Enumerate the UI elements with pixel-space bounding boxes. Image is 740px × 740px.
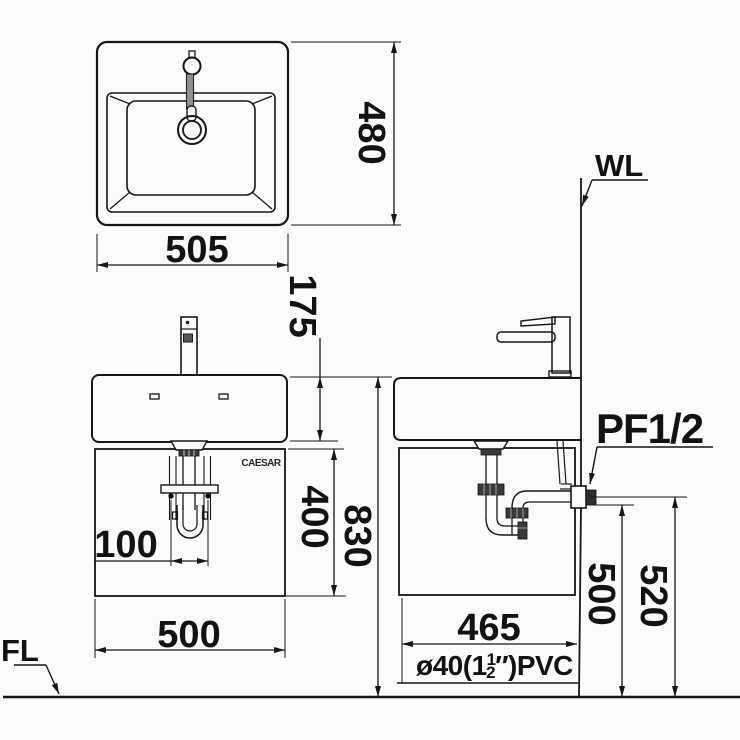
faucet-hole-icon (182, 56, 202, 76)
pvc-label-suffix: ″)PVC (495, 650, 573, 681)
faucet-spout-top (185, 73, 195, 110)
dim-label-175: 175 (281, 274, 323, 337)
side-faucet-spout (496, 331, 556, 343)
topview-bowl-bevels (109, 95, 273, 210)
overflow-slot-right (218, 393, 229, 400)
side-view (393, 178, 597, 698)
trap-nut-upper (477, 483, 505, 496)
dim-label-505: 505 (165, 229, 228, 271)
front-view: CAESAR (91, 316, 288, 597)
outlet-pipe-bottom (522, 501, 572, 509)
dim-label-465: 465 (457, 607, 520, 649)
supply-fitting-label: PF1/2 (596, 405, 703, 452)
dim-label-480: 480 (350, 101, 392, 164)
front-faucet-dot (185, 320, 190, 325)
dim-label-500-side: 500 (580, 562, 622, 625)
overflow-slot-left (149, 393, 160, 400)
side-tailpipe (485, 455, 498, 484)
faucet-spout-tip (186, 105, 197, 122)
trap-bend-inner (496, 517, 520, 527)
side-faucet-body (551, 316, 571, 374)
front-faucet-aerator (183, 333, 193, 343)
wall-line-lower (578, 505, 582, 698)
side-basin-outline (393, 377, 582, 441)
front-mount-bracket (160, 484, 219, 494)
pvc-label-denominator: 2 (486, 663, 495, 682)
side-faucet-handle (520, 316, 556, 327)
dim-label-400: 400 (293, 485, 335, 548)
dim-label-100: 100 (94, 524, 157, 566)
dim-label-830: 830 (336, 504, 378, 567)
side-cabinet-outline (398, 447, 576, 596)
front-faucet-body (180, 316, 198, 376)
drain-outer-circle (177, 115, 207, 145)
front-basin-outline (91, 374, 288, 443)
front-drain-boss (169, 440, 209, 451)
dimension-lines (95, 42, 678, 697)
trap-bend-outer (485, 517, 520, 536)
dim-label-520: 520 (632, 564, 674, 627)
drain-inner-circle (182, 120, 202, 140)
top-view (95, 40, 290, 227)
wl-leader-arrow (581, 179, 593, 207)
front-cabinet-outline (94, 448, 286, 597)
brand-logo: CAESAR (241, 458, 282, 469)
leader-lines (14, 179, 713, 695)
pvc-label-prefix: ø40(1 (416, 650, 487, 681)
fl-leader-arrow (45, 664, 60, 695)
floor-line-label: FL (1, 633, 39, 668)
bracket-bolt-left (168, 493, 174, 499)
side-drain-boss (472, 440, 510, 450)
side-downpipe (485, 495, 498, 518)
bracket-bolt-right (205, 493, 211, 499)
trap-nut-lower-ribs (510, 508, 524, 518)
topview-counter-outline (95, 40, 290, 227)
wall-outlet-fitting (570, 485, 587, 509)
front-coupling-ribs (183, 450, 195, 456)
front-tailpipe (182, 456, 196, 510)
pvc-label-numerator: 1 (487, 650, 496, 669)
wall-line-label: WL (595, 148, 643, 183)
trap-cleanout-stub (517, 521, 528, 540)
front-utrap-outer (176, 505, 204, 539)
dimension-annotations: 505 480 175 400 830 100 500 465 500 520 … (1, 41, 713, 697)
outlet-pipe-top (511, 490, 572, 509)
pf-leader-arrow (589, 446, 598, 485)
side-supply-pipe (556, 440, 572, 490)
dim-label-500-front: 500 (157, 614, 220, 656)
front-utrap-inner (182, 505, 198, 532)
trap-nut-upper-ribs (483, 484, 497, 495)
side-drain-coupling (480, 448, 502, 456)
utrap-nub-left (171, 511, 179, 520)
